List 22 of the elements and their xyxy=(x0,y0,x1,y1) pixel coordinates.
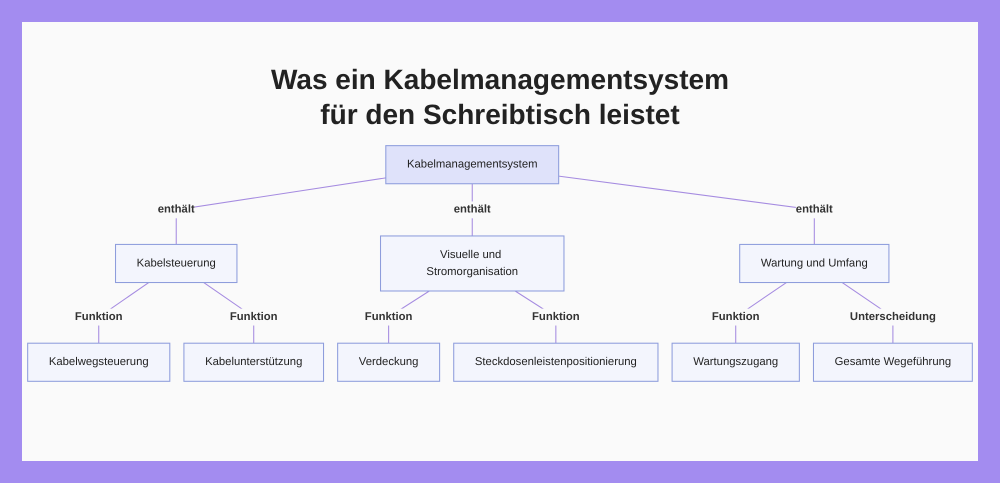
edge-label: Funktion xyxy=(230,310,278,323)
node-box: Wartungszugang xyxy=(672,342,800,382)
node-box: Kabelwegsteuerung xyxy=(27,342,170,382)
node-box: Kabelmanagementsystem xyxy=(385,145,560,184)
edge-label: enthält xyxy=(158,204,195,216)
edge-label: enthält xyxy=(454,204,491,216)
node-box: Visuelle und Stromorganisation xyxy=(380,235,564,292)
node-box: Wartung und Umfang xyxy=(739,244,890,284)
edge-label: Unterscheidung xyxy=(850,310,936,323)
connector xyxy=(176,177,386,244)
edge-label: Funktion xyxy=(364,310,412,323)
edge-label: Funktion xyxy=(712,310,760,323)
edge-label: enthält xyxy=(796,204,833,216)
edge-label: Funktion xyxy=(74,310,123,323)
node-box: Steckdosenleistenpositionierung xyxy=(453,342,658,382)
edge-label: Funktion xyxy=(532,310,580,323)
connector xyxy=(558,176,815,244)
node-box: Kabelunterstützung xyxy=(183,342,324,382)
node-box: Verdeckung xyxy=(337,342,440,382)
diagram-title: Was ein Kabelmanagementsystem für den Schreibtisch leistet xyxy=(270,63,730,132)
node-box: Kabelsteuerung xyxy=(115,244,238,284)
node-box: Gesamte Wegeführung xyxy=(812,342,973,382)
